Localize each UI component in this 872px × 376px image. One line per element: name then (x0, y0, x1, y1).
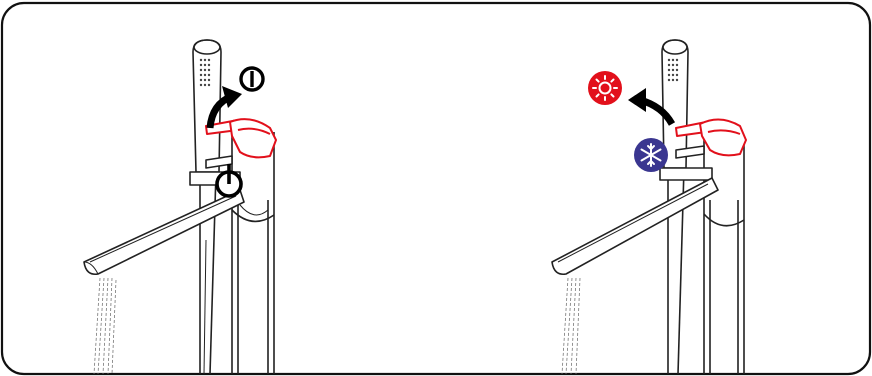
power-on-icon (239, 66, 265, 92)
left-faucet (83, 39, 277, 375)
curved-up-arrow (206, 86, 242, 129)
left-lever (205, 118, 277, 159)
hot-sun-icon (588, 71, 622, 105)
right-lever (675, 118, 747, 157)
left-spout (83, 189, 245, 276)
right-pillar (703, 136, 745, 374)
power-off-icon (215, 164, 243, 198)
right-water-stream (561, 277, 581, 375)
right-faucet (551, 39, 747, 375)
right-spout (551, 177, 719, 276)
cold-snowflake-icon (634, 138, 668, 172)
right-nozzle-dots (667, 58, 679, 82)
left-pillar (231, 128, 275, 374)
left-nozzle-dots (199, 58, 211, 87)
curved-left-arrow (628, 88, 676, 126)
left-water-stream (93, 277, 117, 375)
